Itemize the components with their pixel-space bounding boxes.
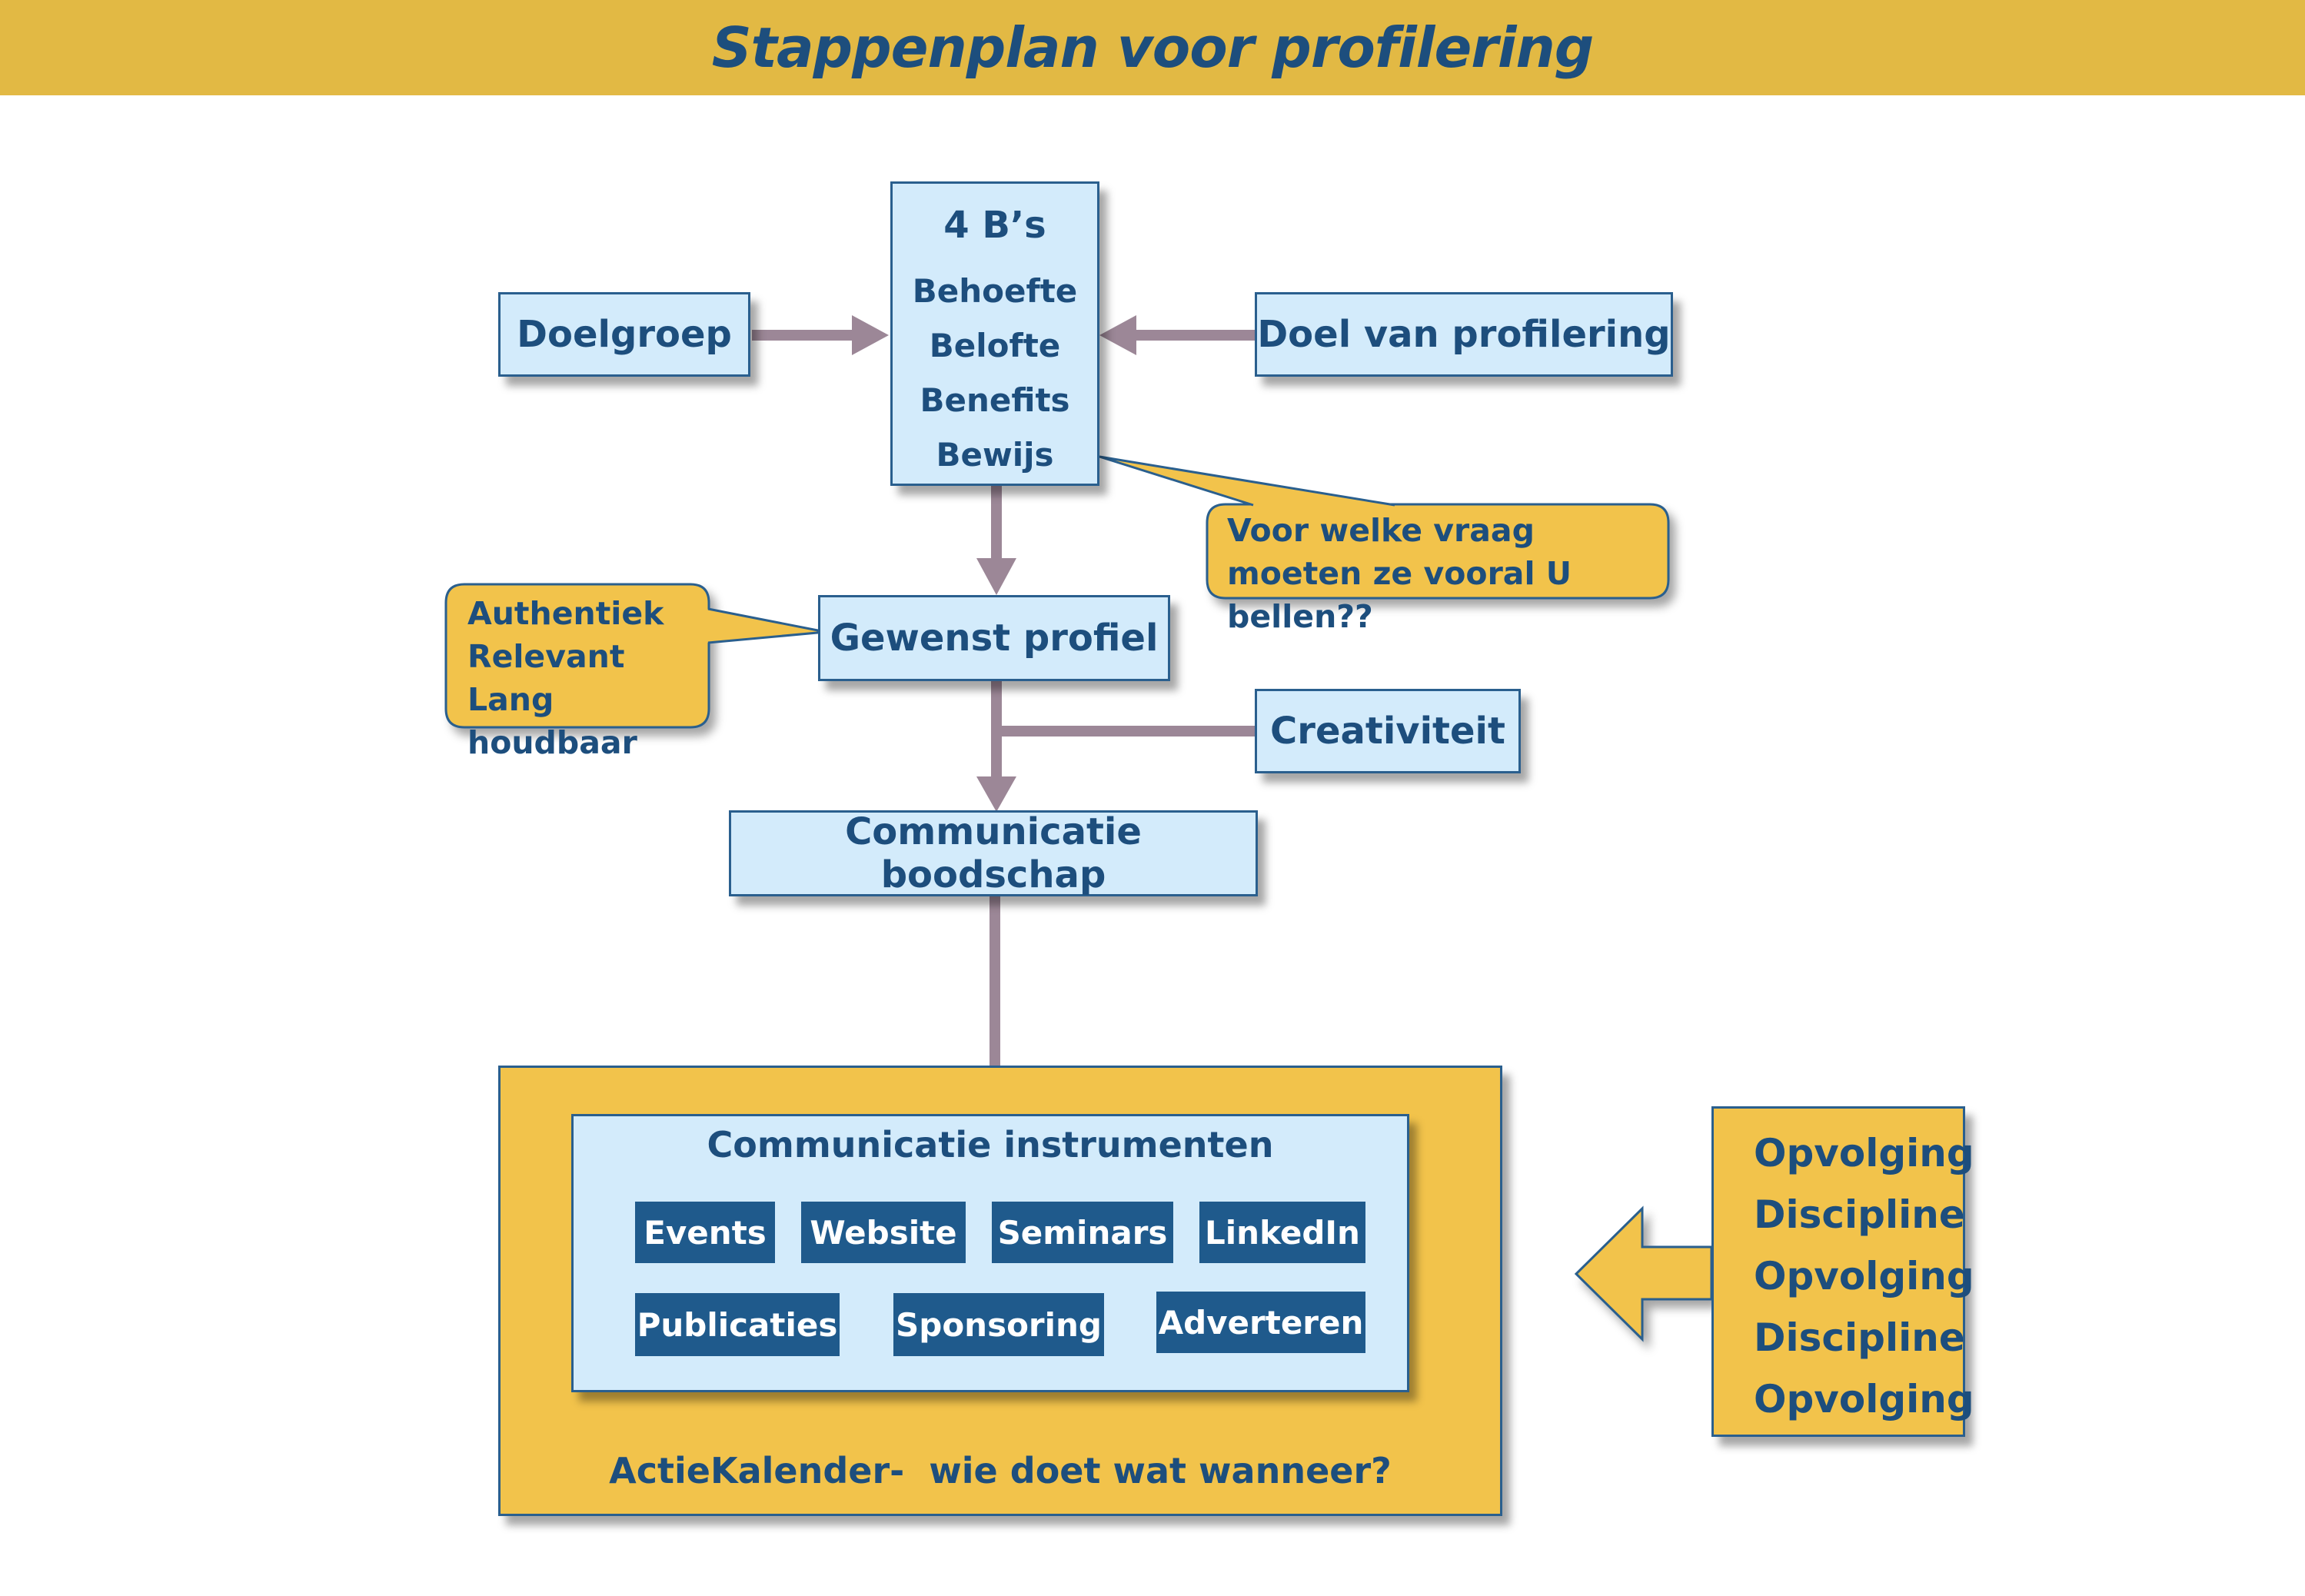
- follow-up-arrow-icon: [1574, 1205, 1713, 1342]
- doel-box: Doel van profilering: [1255, 292, 1673, 377]
- callout-profile-line: Relevant: [467, 638, 625, 675]
- page-title: Stappenplan voor profilering: [711, 15, 1595, 80]
- boodschap-box: Communicatie boodschap: [729, 810, 1258, 896]
- boodschap-label: Communicatie boodschap: [845, 810, 1142, 896]
- follow-up-item: Opvolging: [1754, 1131, 1974, 1175]
- callout-profile-line: Authentiek: [467, 595, 664, 632]
- chip-sponsoring: Sponsoring: [893, 1293, 1104, 1356]
- four-bs-item: Belofte: [929, 327, 1061, 364]
- instrumenten-title: Communicatie instrumenten: [707, 1124, 1274, 1165]
- doel-label: Doel van profilering: [1257, 313, 1671, 356]
- creativiteit-label: Creativiteit: [1270, 710, 1505, 753]
- chip-publicaties: Publicaties: [635, 1293, 840, 1356]
- four-bs-item: Benefits: [920, 381, 1070, 419]
- gewenst-profiel-label: Gewenst profiel: [830, 617, 1159, 660]
- arrowhead-doelgroep: [852, 315, 889, 355]
- follow-up-item: Discipline: [1754, 1315, 1965, 1360]
- title-bar: Stappenplan voor profilering: [0, 0, 2305, 95]
- chip-linkedin: LinkedIn: [1199, 1202, 1365, 1263]
- follow-up-item: Opvolging: [1754, 1254, 1974, 1298]
- doelgroep-label: Doelgroep: [517, 313, 732, 356]
- callout-question-line: moeten ze vooral U bellen??: [1227, 555, 1572, 635]
- callout-question-shape: [1206, 503, 1670, 600]
- four-bs-item: Behoefte: [912, 272, 1078, 310]
- four-bs-item: Bewijs: [936, 436, 1054, 474]
- callout-profile-text: Authentiek Relevant Lang houdbaar: [467, 592, 706, 764]
- chip-adverteren: Adverteren: [1156, 1292, 1365, 1353]
- chip-events: Events: [635, 1202, 775, 1263]
- callout-profile-line: Lang houdbaar: [467, 681, 637, 761]
- follow-up-box: Opvolging Discipline Opvolging Disciplin…: [1711, 1106, 1974, 1437]
- gewenst-profiel-box: Gewenst profiel: [818, 595, 1170, 681]
- follow-up-item: Opvolging: [1754, 1377, 1974, 1421]
- four-bs-box: 4 B’s Behoefte Belofte Benefits Bewijs: [890, 181, 1099, 486]
- four-bs-title: 4 B’s: [943, 204, 1046, 247]
- creativiteit-box: Creativiteit: [1255, 689, 1521, 773]
- actiekalender-label: ActieKalender- wie doet wat wanneer?: [609, 1450, 1392, 1491]
- arrowhead-doel: [1099, 315, 1136, 355]
- chip-seminars: Seminars: [992, 1202, 1173, 1263]
- callout-question-text: Voor welke vraag moeten ze vooral U bell…: [1227, 509, 1665, 638]
- doelgroep-box: Doelgroep: [498, 292, 750, 377]
- follow-up-item: Discipline: [1754, 1192, 1965, 1237]
- callout-profile-shape: [444, 583, 710, 729]
- arrowhead-boodschap: [976, 776, 1016, 812]
- callout-question-line: Voor welke vraag: [1227, 512, 1535, 549]
- arrowhead-profiel: [976, 558, 1016, 595]
- chip-website: Website: [801, 1202, 966, 1263]
